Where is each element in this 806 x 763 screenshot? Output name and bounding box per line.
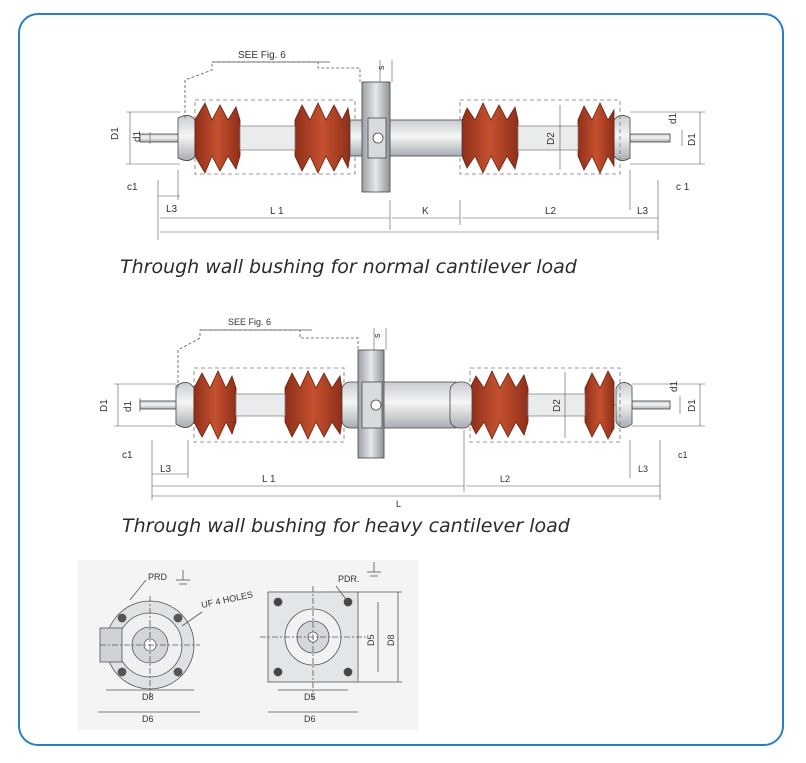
label-D1-right: D1	[687, 399, 698, 412]
label-d1-left: d1	[123, 400, 134, 412]
label-D2: D2	[552, 399, 563, 412]
label-square-pcd: PDR.	[338, 574, 360, 584]
tube-right	[517, 125, 579, 151]
caption-normal-load: Through wall bushing for normal cantilev…	[120, 256, 577, 278]
label-D1-left: D1	[99, 399, 110, 412]
end-cap-left	[175, 382, 195, 428]
label-square-d-inner: D5	[304, 692, 316, 702]
flange-views: PRD UF 4 HOLES D8 D6 PDR.	[78, 560, 418, 730]
tube-right	[527, 393, 586, 417]
terminal-left	[139, 400, 179, 410]
dimension-lines	[114, 328, 705, 500]
label-D1-right: D1	[687, 133, 698, 146]
label-round-d-inner: D8	[142, 692, 154, 702]
label-square-side-inner: D5	[366, 634, 376, 646]
label-round-pcd: PRD	[148, 572, 168, 582]
label-c1-left: c1	[122, 450, 133, 461]
label-K: K	[422, 206, 429, 217]
round-flange	[98, 570, 203, 713]
see-fig-label: SEE Fig. 6	[228, 317, 271, 327]
label-square-side-outer: D8	[386, 634, 396, 646]
dimension-lines	[126, 60, 705, 240]
label-c1-left: c1	[127, 182, 138, 193]
sheds-right	[469, 370, 615, 440]
tube-collar	[449, 381, 473, 429]
label-L1: L 1	[262, 474, 276, 485]
label-D2: D2	[546, 132, 557, 145]
label-c1-right: c 1	[676, 182, 690, 193]
end-cap-right	[615, 382, 633, 428]
label-d1-left: d1	[132, 130, 143, 142]
label-round-d-outer: D6	[142, 714, 154, 724]
end-cap-right	[613, 115, 631, 161]
label-L2: L2	[545, 206, 557, 217]
sheds-left	[194, 102, 351, 174]
terminal-right	[629, 133, 671, 143]
diagram-heavy-load: D1 d1 c1 L3 L 1 L2 L L3 c1 D2 d1 D1 s SE…	[99, 317, 705, 509]
label-s: s	[376, 65, 386, 70]
label-c1-right: c1	[678, 450, 688, 460]
flange-bolt	[372, 132, 384, 144]
dimension-labels: D1 d1 c1 L3 L 1 K L2 L3 c 1 D2 d1 D1 s S…	[110, 50, 698, 217]
terminal-right	[631, 400, 671, 410]
label-L1: L 1	[270, 206, 284, 217]
tube-left	[235, 393, 286, 417]
square-flange-labels: PDR. D5 D6 D5 D8	[304, 574, 396, 724]
label-D1-left: D1	[110, 127, 121, 140]
label-L2: L2	[500, 474, 510, 484]
caption-heavy-load: Through wall bushing for heavy cantileve…	[122, 515, 570, 537]
label-L3-left: L3	[166, 204, 178, 215]
sheds-left	[193, 370, 343, 440]
see-fig-label: SEE Fig. 6	[238, 50, 286, 61]
terminal-left	[139, 133, 181, 143]
sheds-right	[461, 102, 615, 174]
label-L3-right: L3	[638, 464, 648, 474]
label-s: s	[372, 333, 382, 338]
square-flange	[260, 562, 402, 713]
flange-bolt	[370, 399, 382, 411]
label-d1-right: d1	[669, 380, 680, 392]
end-cap-left	[177, 115, 196, 161]
label-square-d-outer: D6	[304, 714, 316, 724]
label-d1-right: d1	[668, 112, 679, 124]
diagram-normal-load: D1 d1 c1 L3 L 1 K L2 L3 c 1 D2 d1 D1 s S…	[110, 50, 705, 240]
dimension-labels: D1 d1 c1 L3 L 1 L2 L L3 c1 D2 d1 D1 s SE…	[99, 317, 698, 509]
label-L3-left: L3	[160, 464, 172, 475]
label-L3-right: L3	[637, 206, 649, 217]
label-L: L	[396, 499, 401, 509]
tube-left	[239, 125, 296, 151]
